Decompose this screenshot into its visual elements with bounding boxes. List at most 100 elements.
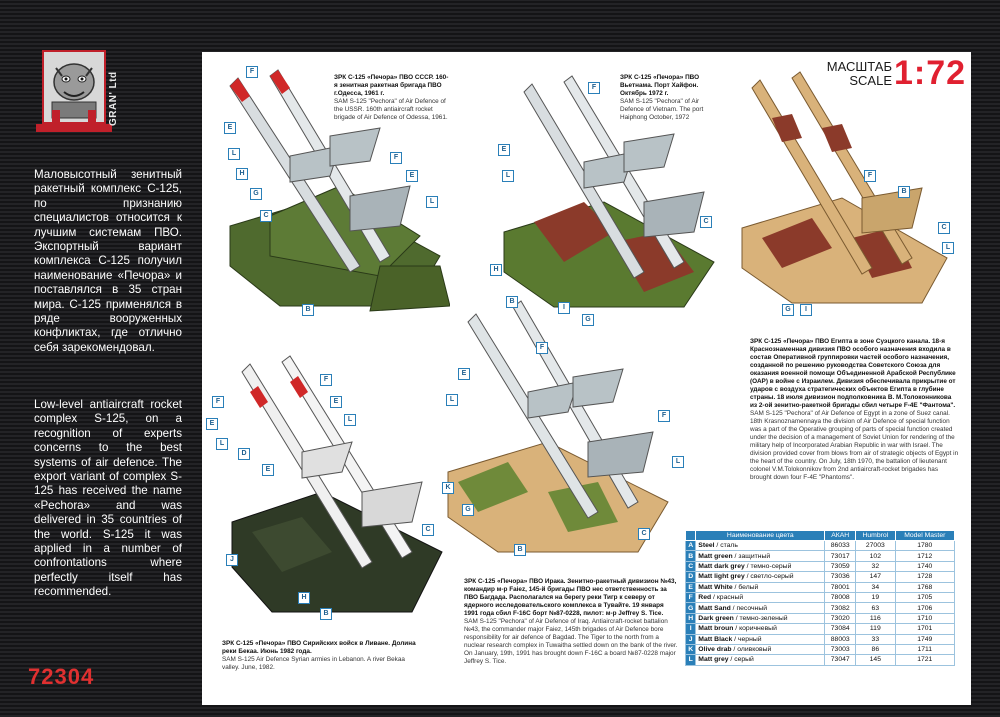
caption-egypt-ru: ЗРК С-125 «Печора» ПВО Египта в зоне Суэ… bbox=[750, 338, 956, 409]
scale-label-en: SCALE bbox=[849, 73, 892, 88]
caption-lebanon: ЗРК С-125 «Печора» ПВО Сирийских войск в… bbox=[222, 640, 422, 672]
caption-iraq: ЗРК С-125 «Печора» ПВО Ирака. Зенитно-ра… bbox=[464, 578, 679, 666]
paint-name: Matt White / белый bbox=[695, 581, 826, 593]
paint-model-master: 1780 bbox=[894, 539, 956, 552]
paint-name-en: Olive drab bbox=[698, 646, 732, 654]
description-ru: Маловысотный зенитный ракетный комплекс … bbox=[34, 168, 182, 354]
paint-name-ru: темно-зеленый bbox=[739, 614, 788, 622]
paint-model-master: 1706 bbox=[894, 602, 956, 614]
caption-odessa: ЗРК С-125 «Печора» ПВО СССР. 160-я зенит… bbox=[334, 74, 449, 122]
paint-name: Dark green / темно-зеленый bbox=[695, 612, 826, 625]
paint-letter: A bbox=[684, 539, 697, 552]
caption-vietnam-en: SAM S-125 "Pechora" of Air Defence of Vi… bbox=[620, 98, 704, 121]
paint-akan: 73036 bbox=[824, 571, 857, 583]
callout-v1: B bbox=[302, 304, 314, 316]
callout-v4: L bbox=[672, 456, 684, 468]
callout-v2: G bbox=[582, 314, 594, 326]
callout-v3: I bbox=[800, 304, 812, 316]
paint-humbrol: 116 bbox=[855, 612, 896, 625]
logo-text: GRAN' Ltd bbox=[108, 71, 119, 126]
paint-name-ru: светло-серый bbox=[750, 573, 794, 581]
callout-v1: H bbox=[236, 168, 248, 180]
paint-name: Matt light grey / светло-серый bbox=[695, 571, 826, 583]
callout-v1: C bbox=[260, 210, 272, 222]
callout-v5: J bbox=[226, 554, 238, 566]
paint-letter: E bbox=[684, 581, 697, 593]
description-en: Low-level antiaircraft rocket complex S-… bbox=[34, 398, 182, 599]
callout-v1: E bbox=[224, 122, 236, 134]
paint-humbrol: 63 bbox=[855, 602, 896, 614]
paint-akan: 73084 bbox=[824, 623, 857, 635]
caption-odessa-ru: ЗРК С-125 «Печора» ПВО СССР. 160-я зенит… bbox=[334, 74, 449, 97]
callout-v3: F bbox=[864, 170, 876, 182]
paint-name: Matt green / защитный bbox=[695, 550, 826, 562]
logo-bar bbox=[52, 110, 60, 132]
paint-name: Red / красный bbox=[695, 591, 826, 604]
callout-v1: G bbox=[250, 188, 262, 200]
paint-humbrol: 33 bbox=[855, 633, 896, 645]
paint-letter: D bbox=[684, 571, 697, 583]
paint-model-master: 1712 bbox=[894, 550, 956, 562]
paint-model-master: 1728 bbox=[894, 571, 956, 583]
paint-name-ru: белый bbox=[738, 583, 759, 591]
callout-v2: I bbox=[558, 302, 570, 314]
paint-letter: J bbox=[684, 633, 697, 645]
launcher-iraq-illustration bbox=[447, 300, 669, 553]
callout-v5: E bbox=[262, 464, 274, 476]
callout-v5: C bbox=[422, 524, 434, 536]
paint-name-ru: песочный bbox=[736, 604, 767, 612]
paint-name-ru: черный bbox=[737, 635, 762, 643]
callout-v1: F bbox=[246, 66, 258, 78]
callout-v5: L bbox=[344, 414, 356, 426]
paint-model-master: 1749 bbox=[894, 633, 956, 645]
paint-letter: C bbox=[684, 560, 697, 573]
paint-name-ru: коричневый bbox=[739, 625, 777, 633]
paint-name: Matt Sand / песочный bbox=[695, 602, 826, 614]
col-letter bbox=[684, 530, 697, 541]
paint-akan: 86033 bbox=[824, 539, 857, 552]
paint-name: Matt dark grey / темно-серый bbox=[695, 560, 826, 573]
paint-humbrol: 147 bbox=[855, 571, 896, 583]
paint-name: Olive drab / оливковый bbox=[695, 643, 826, 656]
callout-v5: B bbox=[320, 608, 332, 620]
paint-name-ru: серый bbox=[734, 656, 754, 664]
paint-akan: 78008 bbox=[824, 591, 857, 604]
callout-v4: F bbox=[536, 342, 548, 354]
paint-humbrol: 32 bbox=[855, 560, 896, 573]
caption-lebanon-en: SAM S-125 Air Defence Syrian armies in L… bbox=[222, 656, 405, 671]
kit-number: 72304 bbox=[28, 664, 95, 689]
paint-letter: F bbox=[684, 591, 697, 604]
paint-name: Steel / сталь bbox=[695, 539, 826, 552]
paint-akan: 73017 bbox=[824, 550, 857, 562]
paint-model-master: 1740 bbox=[894, 560, 956, 573]
paint-name: Matt broun / коричневый bbox=[695, 623, 826, 635]
callout-v4: C bbox=[638, 528, 650, 540]
paint-name-en: Matt Sand bbox=[698, 604, 731, 612]
col-model-master: Model Master bbox=[894, 530, 956, 541]
callout-v2: E bbox=[498, 144, 510, 156]
callout-v5: F bbox=[212, 396, 224, 408]
caption-iraq-ru: ЗРК С-125 «Печора» ПВО Ирака. Зенитно-ра… bbox=[464, 578, 677, 617]
callout-v5: D bbox=[238, 448, 250, 460]
caption-lebanon-ru: ЗРК С-125 «Печора» ПВО Сирийских войск в… bbox=[222, 640, 416, 655]
callout-v2: L bbox=[502, 170, 514, 182]
caption-iraq-en: SAM S-125 "Pechora" of Air Defence of Ir… bbox=[464, 618, 678, 665]
paint-humbrol: 86 bbox=[855, 643, 896, 656]
left-panel: GRAN' Ltd Маловысотный зенитный ракетный… bbox=[0, 0, 200, 717]
paint-name-en: Matt green bbox=[698, 552, 733, 560]
col-akan: АКАН bbox=[824, 530, 857, 541]
paint-akan: 88003 bbox=[824, 633, 857, 645]
paint-letter: L bbox=[684, 654, 697, 666]
callout-v2: H bbox=[490, 264, 502, 276]
paint-letter: H bbox=[684, 612, 697, 625]
callout-v5: E bbox=[206, 418, 218, 430]
paint-name-en: Red bbox=[698, 594, 712, 602]
paint-letter: K bbox=[684, 643, 697, 656]
